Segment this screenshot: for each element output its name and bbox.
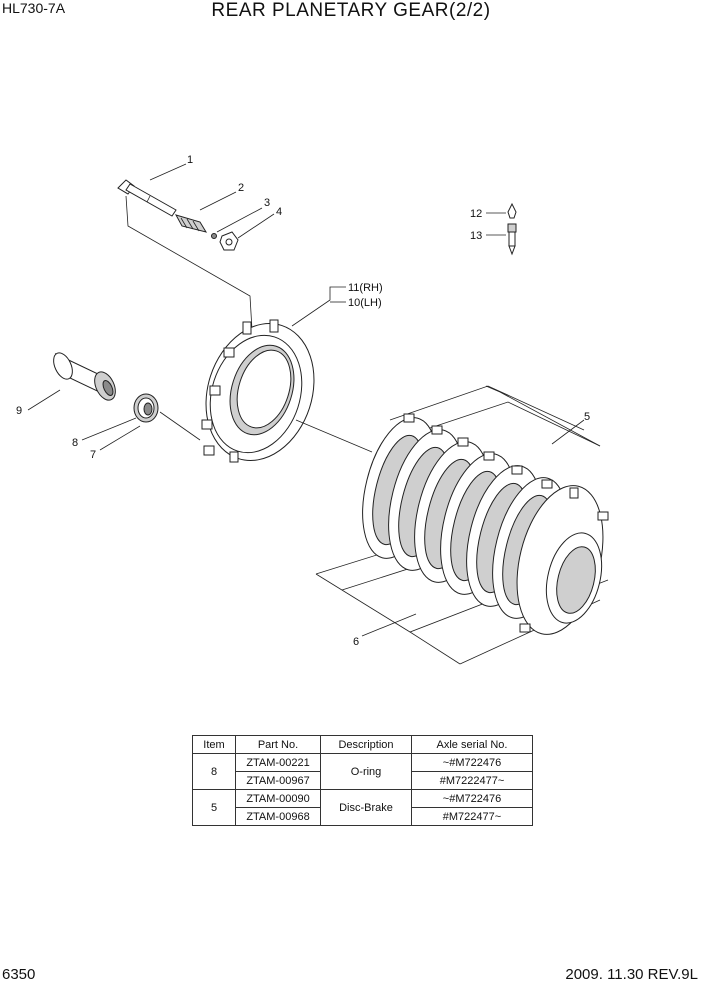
revision-date: 2009. 11.30 REV.9L [565,966,698,983]
callout-1: 1 [187,154,193,166]
header-axle-serial: Axle serial No. [411,735,533,754]
washer-part-3 [211,233,217,239]
callout-6: 6 [353,636,359,648]
callout-12: 12 [470,208,482,220]
part-no-cell: ZTAM-00967 [235,771,321,790]
disc-stack-part-5 [362,413,609,635]
part-no-cell: ZTAM-00968 [235,807,321,826]
model-code: HL730-7A [2,0,66,16]
table-row: ZTAM-00968 #M722477~ [193,807,533,826]
callout-7: 7 [90,449,96,461]
serial-cell: #M722477~ [411,807,533,826]
table-row: 5 ZTAM-00090 Disc-Brake ~#M722476 [192,789,533,826]
table-header-row: Item Part No. Description Axle serial No… [192,735,533,754]
fitting-part-13 [507,223,517,256]
serial-cell: ~#M722476 [411,753,533,772]
page-title: REAR PLANETARY GEAR(2/2) [211,0,491,21]
parts-table: Item Part No. Description Axle serial No… [192,735,533,826]
stud-part-2 [174,214,208,233]
plug-part-12 [507,202,517,219]
item-cell: 5 [192,789,236,826]
callout-2: 2 [238,182,244,194]
callout-9: 9 [16,405,22,417]
callout-5: 5 [584,411,590,423]
seal-part-7-8 [133,393,159,423]
sleeve-part-9 [53,352,116,401]
table-row: 8 ZTAM-00221 O-ring ~#M722476 [192,753,533,790]
nut-part-4 [219,231,239,251]
description-cell: Disc-Brake [320,789,412,826]
page-number: 6350 [2,966,36,983]
exploded-parts-diagram: 1 2 3 4 12 13 [16,154,609,665]
callout-3: 3 [264,197,270,209]
table-row: ZTAM-00967 #M7222477~ [193,771,533,790]
serial-cell: #M7222477~ [411,771,533,790]
item-cell: 8 [192,753,236,790]
callout-8: 8 [72,437,78,449]
header-item: Item [192,735,236,754]
callout-11: 11(RH) [348,282,383,294]
description-cell: O-ring [320,753,412,790]
callout-4: 4 [276,206,282,218]
header-description: Description [320,735,412,754]
header-part-no: Part No. [235,735,321,754]
callout-10: 10(LH) [348,297,382,309]
serial-cell: ~#M722476 [411,789,533,808]
plate-part-10-11 [201,319,315,463]
part-no-cell: ZTAM-00221 [235,753,321,772]
bolt-part-1 [117,179,177,217]
part-no-cell: ZTAM-00090 [235,789,321,808]
callout-13: 13 [470,230,482,242]
